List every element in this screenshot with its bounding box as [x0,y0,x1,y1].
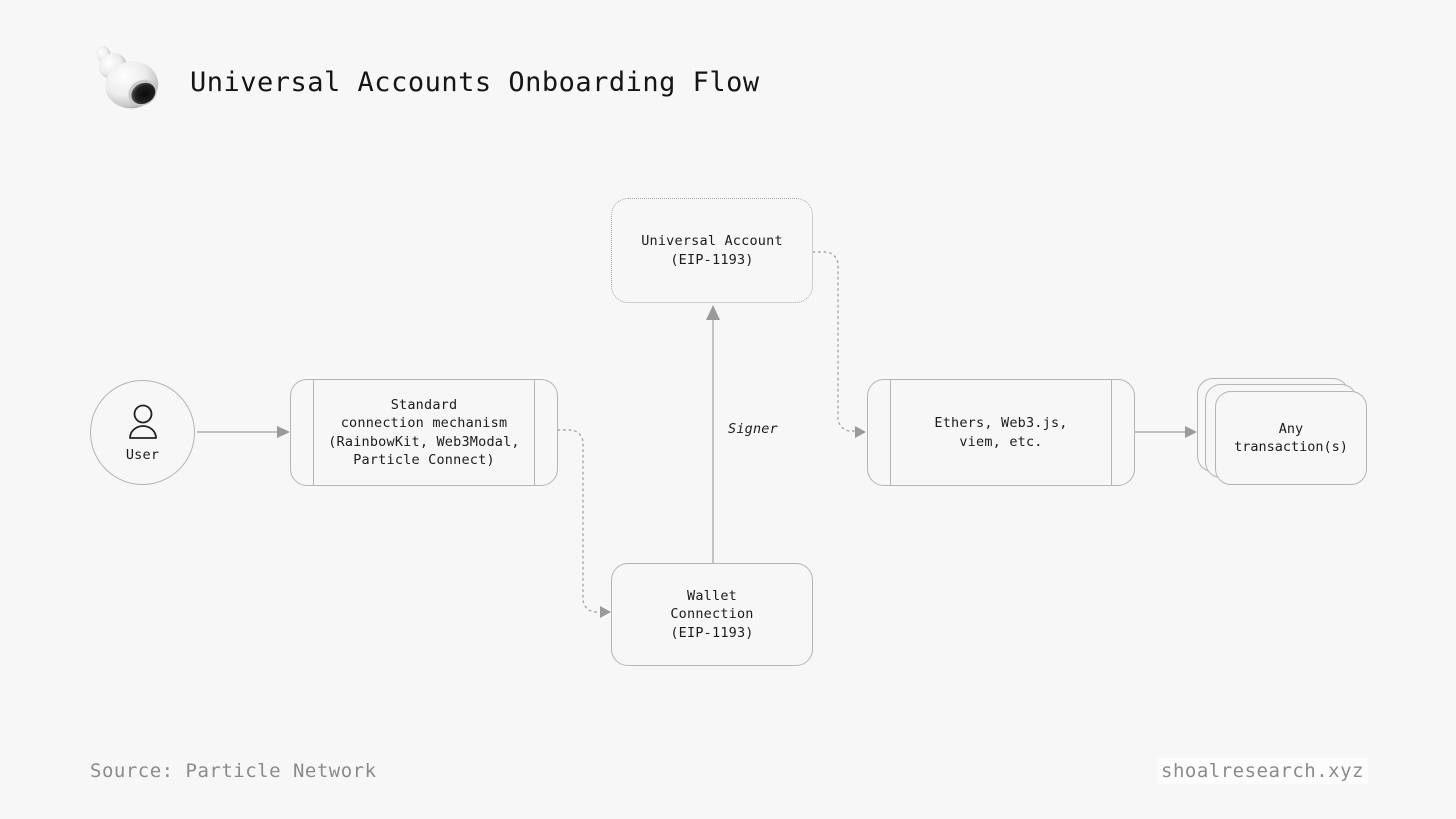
user-icon [128,404,157,439]
node-ethers-libs: Ethers, Web3.js, viem, etc. [867,379,1135,486]
node-standard-line2: connection mechanism [340,415,508,431]
node-universal-line2: (EIP-1193) [670,251,754,268]
arrowhead-wallet-to-universal [706,305,720,320]
edge-label-signer: Signer [728,421,778,437]
node-ethers-line1: Ethers, Web3.js, [934,415,1068,431]
node-user: User [90,380,195,485]
subroutine-line [534,380,535,485]
subroutine-line [1111,380,1112,485]
arrowhead-ethers-to-transactions [1185,426,1197,438]
shell-logo-icon [96,46,159,109]
node-any-transactions: Any transaction(s) [1197,378,1369,487]
subroutine-line [890,380,891,485]
page-title: Universal Accounts Onboarding Flow [190,67,760,98]
arrowhead-standard-to-wallet [600,606,611,618]
node-standard-line4: Particle Connect) [353,452,495,468]
node-transactions-line2: transaction(s) [1234,439,1348,455]
node-wallet-line3: (EIP-1193) [670,624,754,641]
node-standard-line3: (RainbowKit, Web3Modal, [328,433,520,450]
footer-source-credit: Source: Particle Network [90,760,377,782]
node-standard-connection: Standard connection mechanism (RainbowKi… [290,379,558,486]
node-wallet-line2: Connection [670,606,754,623]
dotted-edge-universal-to-ethers [812,251,855,432]
node-wallet-line1: Wallet [687,587,737,604]
subroutine-line [313,380,314,485]
stack-card-front: Any transaction(s) [1215,391,1367,485]
arrowhead-universal-to-ethers [855,426,866,438]
node-universal-account: Universal Account (EIP-1193) [611,198,813,303]
footer-site-url: shoalresearch.xyz [1157,758,1368,784]
node-transactions-line1: Any [1278,420,1304,437]
dotted-edge-standard-to-wallet [557,429,601,613]
node-universal-line1: Universal Account [641,233,783,249]
node-user-label: User [125,446,160,463]
node-standard-line1: Standard [390,396,458,413]
node-wallet-connection: Wallet Connection (EIP-1193) [611,563,813,666]
node-ethers-line2: viem, etc. [959,433,1043,450]
arrowhead-user-to-standard [277,426,290,438]
